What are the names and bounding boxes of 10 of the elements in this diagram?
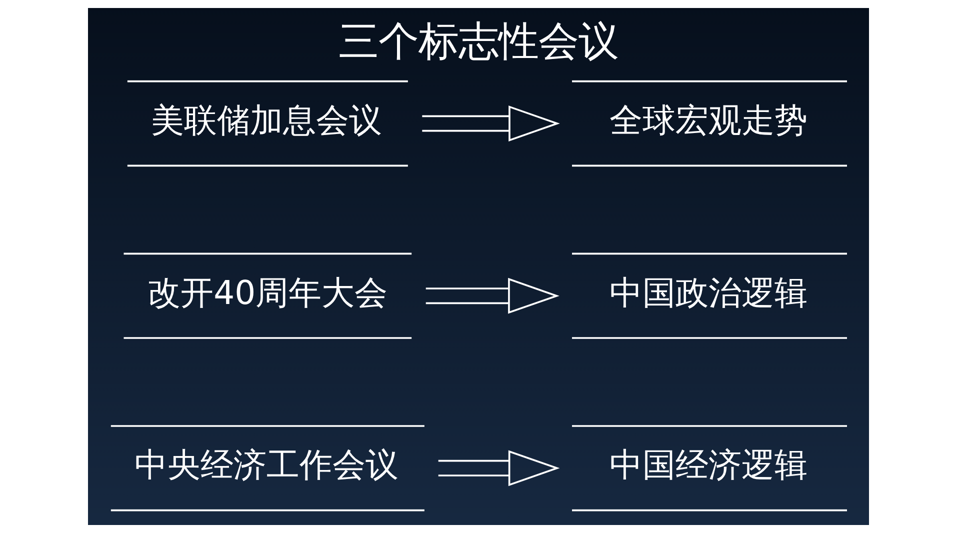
- arrow: [422, 106, 560, 142]
- node-text: 中国经济逻辑: [609, 445, 808, 484]
- node-text: 中国政治逻辑: [609, 272, 808, 312]
- arrow: [425, 278, 559, 314]
- node-text: 全球宏观走势: [609, 100, 808, 140]
- diagram-title: 三个标志性会议: [338, 18, 618, 65]
- arrow: [438, 450, 560, 486]
- node-text: 中央经济工作会议: [134, 445, 398, 484]
- node-text: 改开40周年大会: [147, 272, 388, 312]
- node-text: 美联储加息会议: [150, 100, 382, 140]
